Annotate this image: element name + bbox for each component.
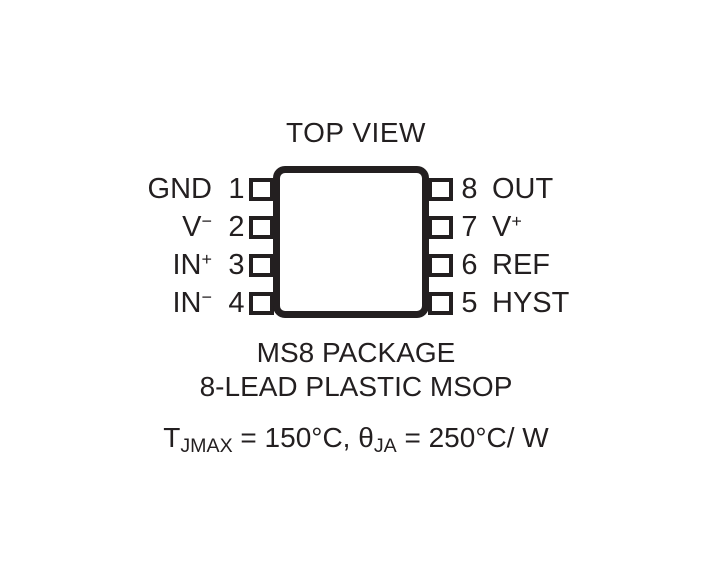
pin-pad-7 <box>428 216 453 239</box>
pin-number-2: 2 <box>228 211 245 243</box>
theta-value: = 250°C/ W <box>396 422 549 453</box>
pin-name-2: V− <box>182 210 213 243</box>
package-type-caption: 8-LEAD PLASTIC MSOP <box>199 371 513 402</box>
pin-sup-2: − <box>201 210 213 231</box>
pin-name-3: IN+ <box>172 248 213 281</box>
package-body <box>273 166 429 318</box>
tj-subscript: JMAX <box>180 434 233 457</box>
pin-sup-7: + <box>511 210 522 231</box>
pin-name-6: REF <box>492 249 550 281</box>
pin-name-5: HYST <box>492 287 570 319</box>
pin-number-7: 7 <box>461 211 478 243</box>
pin-name-4: IN− <box>172 286 213 319</box>
pin-number-5: 5 <box>461 287 478 319</box>
tj-value: = 150°C, <box>232 422 359 453</box>
pin-name-8: OUT <box>492 173 554 205</box>
pin-label-6: 6 REF <box>461 249 550 281</box>
pin-number-1: 1 <box>228 173 245 205</box>
pin-label-1: GND 1 <box>147 173 245 205</box>
tj-symbol: T <box>163 422 181 453</box>
pin-pad-3 <box>249 254 274 277</box>
package-name-caption: MS8 PACKAGE <box>256 337 456 368</box>
pin-pad-8 <box>428 178 453 201</box>
pin-pad-1 <box>249 178 274 201</box>
pin-number-4: 4 <box>228 287 245 319</box>
pin-name-1: GND <box>147 173 212 205</box>
pin-pad-6 <box>428 254 453 277</box>
pin-pad-5 <box>428 292 453 315</box>
pin-label-4: IN− 4 <box>172 286 246 319</box>
pin-name-7: V+ <box>492 210 522 243</box>
pin-label-2: V− 2 <box>182 210 245 243</box>
pin-label-5: 5 HYST <box>461 287 570 319</box>
thermal-spec-caption: TJMAX = 150°C, θJA = 250°C/ W <box>0 422 712 456</box>
pin-sup-3: + <box>201 248 213 269</box>
pin-number-6: 6 <box>461 249 478 281</box>
theta-symbol: θ <box>358 422 374 453</box>
package-outline-group <box>249 166 453 318</box>
pin-number-8: 8 <box>461 173 478 205</box>
top-view-title: TOP VIEW <box>286 117 426 148</box>
pin-sup-4: − <box>201 286 213 307</box>
pin-number-3: 3 <box>228 249 245 281</box>
pin-label-7: 7 V+ <box>461 210 522 243</box>
pin-label-3: IN+ 3 <box>172 248 246 281</box>
pin-pad-2 <box>249 216 274 239</box>
pin-pad-4 <box>249 292 274 315</box>
pin-label-8: 8 OUT <box>461 173 554 205</box>
theta-subscript: JA <box>373 434 397 457</box>
